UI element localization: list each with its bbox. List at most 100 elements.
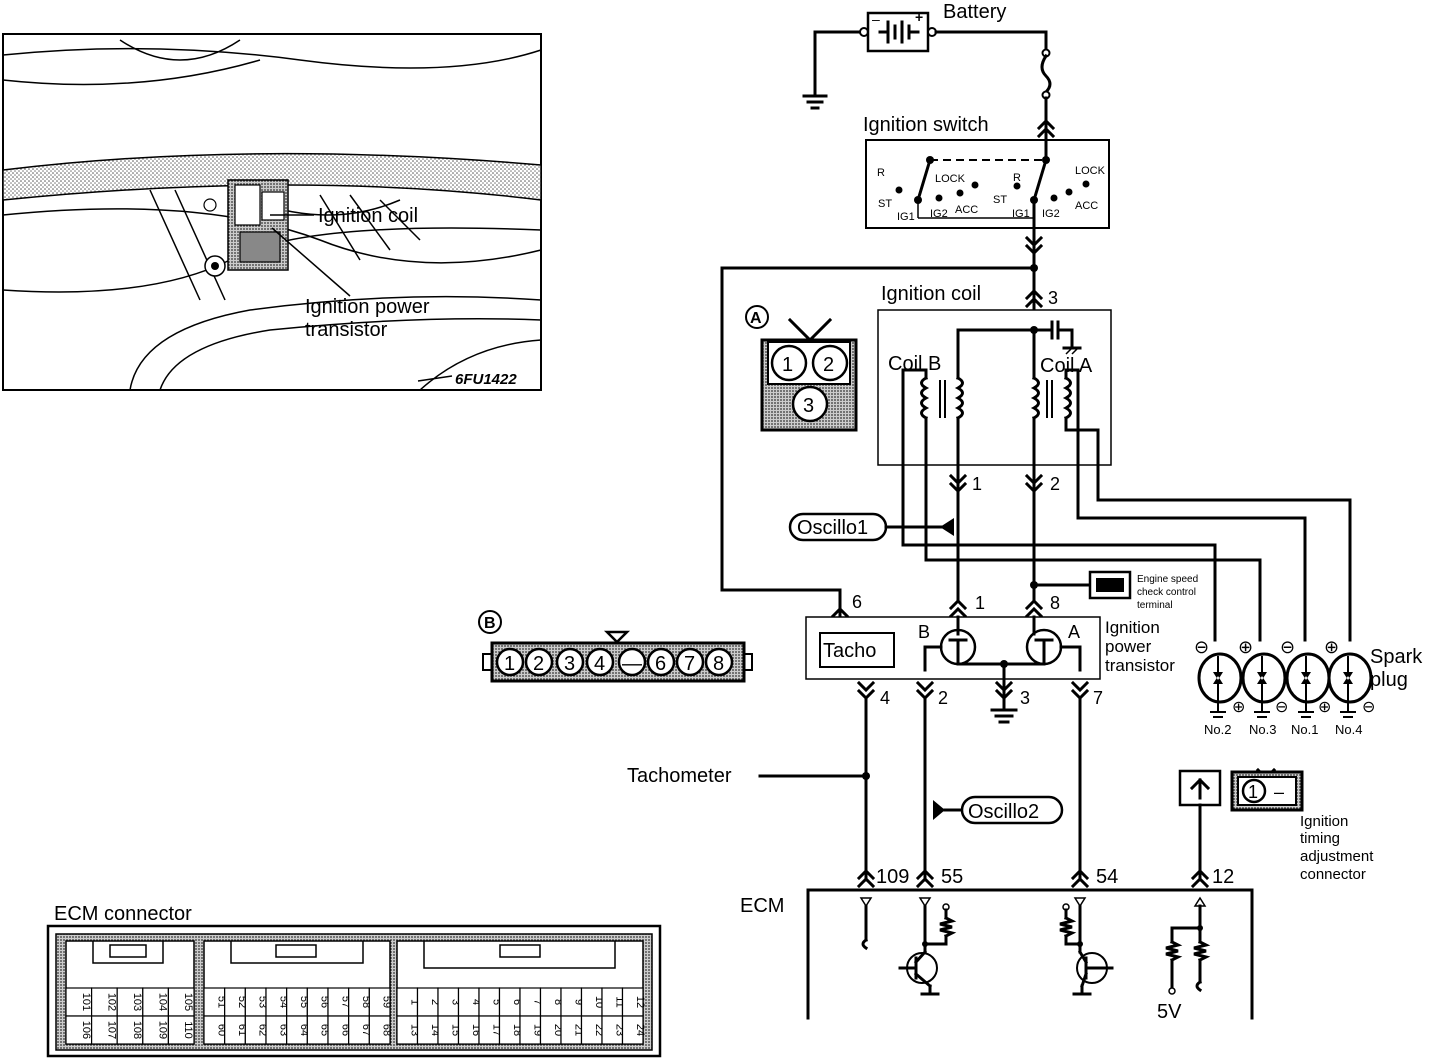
engine-speed-line1: Engine speed (1137, 574, 1198, 585)
timing-dash: – (1274, 782, 1284, 802)
tachometer-label: Tachometer (627, 765, 732, 787)
connector-a-tag: A (750, 310, 762, 327)
connector-b-pin-1: 1 (504, 653, 515, 675)
connector-b-pin-3: 3 (564, 653, 575, 675)
connector-a-pin-1: 1 (782, 354, 793, 376)
ecm-pin-cell (90, 987, 118, 1017)
sw-right-ig1: IG1 (1012, 208, 1030, 220)
plug-sign-bottom-4: ⊖ (1362, 699, 1375, 716)
ignition-coil: Ignition coil 3 Coil B Coil A 1 2 (877, 283, 1352, 642)
component-location-photo: Ignition coil Ignition power transistor … (2, 33, 542, 391)
engine-speed-line2: check control (1137, 587, 1196, 598)
coil-pin-1: 1 (972, 474, 982, 494)
connector-b-pin-7: 7 (684, 653, 695, 675)
ecm-pin-cell (90, 1015, 118, 1045)
ecm-pin-label: 2 (429, 999, 441, 1005)
connector-b-pin-6: 6 (655, 653, 666, 675)
ecm-pin-cell (368, 1015, 391, 1045)
photo-ignition-coil-label: Ignition coil (318, 205, 418, 227)
ignition-coil-title: Ignition coil (881, 283, 981, 305)
engine-speed-line3: terminal (1137, 600, 1173, 611)
photo-code: 6FU1422 (455, 371, 517, 388)
lower-wiring: Tachometer Oscillo2 1 – Ignition timing … (627, 696, 1374, 883)
ignition-coil-pin-3: 3 (1048, 288, 1058, 308)
sw-left-acc: ACC (955, 204, 978, 216)
pt-a: A (1068, 622, 1080, 642)
coil-b-label: Coil B (888, 353, 941, 375)
ecm-pin-cell (167, 987, 195, 1017)
connector-b-pin-4: 4 (594, 653, 605, 675)
ecm-pin-label: 101 (80, 993, 92, 1011)
battery-minus: – (872, 11, 880, 27)
battery: – + Battery (802, 1, 1056, 142)
ecm-pin-label: 110 (182, 1021, 194, 1039)
plug-sign-bottom-2: ⊖ (1275, 699, 1288, 716)
ecm-pin-label: 103 (131, 993, 143, 1011)
ecm-pin-cell (116, 1015, 144, 1045)
ecm-pin-label: 109 (157, 1021, 169, 1039)
spark-plug-label-1: Spark (1370, 646, 1423, 668)
timing-pin-1: 1 (1248, 782, 1258, 802)
ecm-pin-label: 9 (572, 999, 584, 1005)
ecm-pin-109: 109 (876, 866, 909, 888)
battery-plus: + (915, 9, 923, 25)
oscillo2-label: Oscillo2 (968, 801, 1039, 823)
pt-pin-2: 2 (938, 688, 948, 708)
plug-sign-top-4: ⊕ (1324, 637, 1339, 657)
sw-right-ig2: IG2 (1042, 208, 1060, 220)
pt-label-1: Ignition (1105, 618, 1160, 637)
ecm-connector-title: ECM connector (54, 903, 192, 925)
battery-label: Battery (943, 1, 1006, 23)
pt-pin-7: 7 (1093, 688, 1103, 708)
pt-tacho: Tacho (823, 640, 876, 662)
ecm-pin-label: 102 (105, 993, 117, 1011)
sw-right-r: R (1013, 172, 1021, 184)
pt-pin-8: 8 (1050, 593, 1060, 613)
ignition-switch-title: Ignition switch (863, 114, 989, 136)
coil-pin-2: 2 (1050, 474, 1060, 494)
sw-right-st: ST (993, 194, 1007, 206)
plug-sign-top-3: ⊖ (1280, 637, 1295, 657)
ecm-pin-cell (167, 1015, 195, 1045)
ecm-label: ECM (740, 895, 784, 917)
connector-b-pin-8: 8 (713, 653, 724, 675)
pt-pin-1: 1 (975, 593, 985, 613)
ecm-pin-cell (65, 987, 93, 1017)
ignition-switch: Ignition switch R ST LOCK IG1 IG2 ACC R … (863, 114, 1110, 256)
pt-label-2: power (1105, 637, 1152, 656)
timing-line4: connector (1300, 866, 1366, 883)
ecm-pin-label: 24 (634, 1024, 646, 1036)
pt-label-3: transistor (1105, 656, 1175, 675)
sw-left-ig1: IG1 (897, 211, 915, 223)
ecm-pin-label: 6 (511, 999, 523, 1005)
ecm-pin-label: 4 (470, 999, 482, 1005)
pt-pin-4: 4 (880, 688, 890, 708)
connector-b-pin-5: — (622, 653, 642, 675)
spark-plug-label-2: plug (1370, 669, 1408, 691)
ecm-pin-12: 12 (1212, 866, 1234, 888)
ecm-pin-label: 11 (613, 996, 625, 1007)
coil-a-label: Coil A (1040, 355, 1093, 377)
timing-line2: timing (1300, 830, 1340, 847)
ecm-pin-label: 12 (634, 996, 646, 1008)
connector-a-pin-2: 2 (823, 354, 834, 376)
plug-sign-bottom-1: ⊕ (1232, 699, 1245, 716)
connector-b-pin-2: 2 (533, 653, 544, 675)
pt-pin-3: 3 (1020, 688, 1030, 708)
sw-left-st: ST (878, 198, 892, 210)
ecm-pin-label: 105 (182, 993, 194, 1011)
ecm-pin-label: 104 (157, 993, 169, 1011)
connector-b: B 1 2 3 4 — 6 7 8 (478, 610, 753, 683)
plug-sign-top-1: ⊖ (1194, 637, 1209, 657)
plug-no2: No.2 (1204, 722, 1231, 737)
ecm-pin-label: 8 (552, 999, 564, 1005)
oscillo1-label: Oscillo1 (797, 517, 868, 539)
plug-no3: No.3 (1249, 722, 1276, 737)
spark-plugs: Spark plug ⊖ ⊕ ⊖ ⊕ ⊕ ⊖ ⊕ ⊖ No.2 No.3 No.… (1194, 637, 1423, 737)
sw-right-acc: ACC (1075, 200, 1098, 212)
photo-power-transistor-label-1: Ignition power (305, 296, 430, 318)
sw-left-ig2: IG2 (930, 208, 948, 220)
connector-a-pin-3: 3 (803, 395, 814, 417)
